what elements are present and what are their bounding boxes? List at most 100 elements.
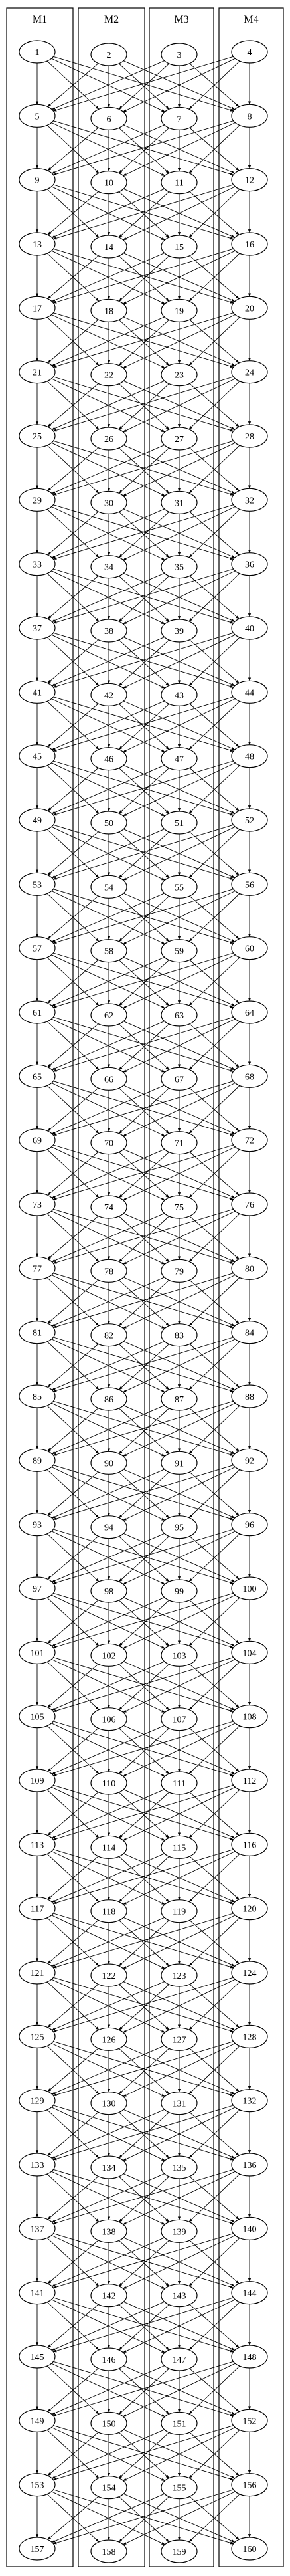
- node-70: 70: [90, 1131, 127, 1155]
- node-label: 146: [102, 2355, 116, 2365]
- node-ellipse: [90, 1451, 127, 1475]
- node-ellipse: [231, 2089, 268, 2113]
- edge-71-73: [51, 1148, 165, 1198]
- node-ellipse: [19, 680, 56, 704]
- node-label: 110: [102, 1779, 115, 1789]
- edge-36-37: [52, 568, 234, 624]
- edge-24-27: [188, 381, 240, 430]
- node-label: 152: [243, 2416, 257, 2426]
- node-label: 71: [175, 1139, 184, 1149]
- node-label: 78: [104, 1267, 113, 1277]
- edge-132-135: [188, 2109, 240, 2159]
- node-144: 144: [231, 2281, 268, 2305]
- edge-14-17: [47, 255, 99, 299]
- node-label: 62: [104, 1011, 113, 1021]
- edge-34-37: [47, 576, 99, 619]
- node-ellipse: [19, 872, 56, 896]
- node-24: 24: [231, 360, 268, 384]
- node-ellipse: [90, 555, 127, 579]
- node-158: 158: [90, 2539, 127, 2563]
- edge-72-75: [188, 1149, 240, 1198]
- node-label: 108: [243, 1713, 257, 1723]
- node-label: 70: [104, 1139, 113, 1149]
- node-112: 112: [231, 1769, 268, 1792]
- edge-68-69: [52, 1081, 234, 1136]
- node-label: 95: [175, 1523, 184, 1533]
- edge-96-97: [52, 1529, 234, 1584]
- node-49: 49: [19, 808, 56, 832]
- node-ellipse: [90, 1067, 127, 1091]
- node-label: 68: [245, 1072, 254, 1082]
- edge-55-57: [51, 893, 165, 942]
- node-130: 130: [90, 2092, 127, 2115]
- node-label: 136: [243, 2161, 257, 2171]
- node-ellipse: [231, 936, 268, 960]
- edge-80-82: [123, 1275, 236, 1329]
- node-label: 11: [175, 179, 183, 189]
- edge-20-23: [188, 317, 240, 366]
- edge-118-121: [47, 1920, 99, 1964]
- node-99: 99: [161, 1579, 198, 1603]
- edge-96-99: [188, 1533, 240, 1582]
- node-154: 154: [90, 2476, 127, 2500]
- node-ellipse: [19, 2089, 56, 2113]
- node-ellipse: [161, 235, 198, 259]
- node-label: 82: [104, 1331, 113, 1341]
- edge-56-59: [188, 893, 240, 942]
- edge-11-13: [51, 188, 165, 238]
- edges-layer: [35, 56, 252, 2545]
- edge-132-134: [123, 2107, 236, 2161]
- node-ellipse: [90, 875, 127, 899]
- node-label: 77: [33, 1264, 42, 1274]
- edge-52-55: [188, 829, 240, 878]
- edge-91-93: [51, 1469, 165, 1519]
- node-119: 119: [161, 1899, 198, 1923]
- node-ellipse: [161, 1963, 198, 1987]
- edge-144-147: [188, 2302, 240, 2351]
- node-143: 143: [161, 2284, 198, 2308]
- node-ellipse: [231, 1576, 268, 1600]
- node-44: 44: [231, 680, 268, 704]
- node-label: 39: [175, 627, 184, 637]
- edge-127-129: [51, 2045, 165, 2095]
- node-label: 157: [31, 2545, 44, 2555]
- edge-75-78: [119, 1216, 169, 1262]
- edge-87-89: [51, 1405, 165, 1455]
- edge-44-45: [52, 697, 234, 752]
- node-75: 75: [161, 1195, 198, 1219]
- node-label: 74: [104, 1203, 113, 1213]
- node-label: 107: [173, 1715, 186, 1725]
- node-ellipse: [231, 1000, 268, 1024]
- edge-76-79: [188, 1213, 240, 1262]
- node-ellipse: [19, 2281, 56, 2305]
- edge-16-18: [123, 250, 236, 304]
- node-label: 120: [243, 1905, 257, 1915]
- edge-3-5: [51, 60, 165, 110]
- node-label: 41: [33, 688, 42, 698]
- edge-99-102: [119, 1600, 169, 1646]
- node-label: 5: [35, 112, 40, 122]
- edge-94-97: [47, 1536, 99, 1580]
- node-label: 14: [104, 243, 113, 253]
- node-16: 16: [231, 232, 268, 256]
- node-label: 94: [104, 1523, 113, 1533]
- lane-title: M4: [244, 14, 258, 25]
- node-label: 158: [102, 2547, 116, 2557]
- node-ellipse: [19, 1321, 56, 1344]
- node-label: 32: [245, 496, 254, 506]
- node-label: 38: [104, 627, 113, 637]
- node-ellipse: [90, 2155, 127, 2179]
- node-label: 98: [104, 1587, 113, 1597]
- node-ellipse: [231, 1705, 268, 1729]
- node-ellipse: [161, 106, 198, 130]
- node-132: 132: [231, 2089, 268, 2113]
- edge-47-50: [119, 768, 169, 814]
- node-ellipse: [90, 2411, 127, 2435]
- edge-60-61: [52, 952, 234, 1008]
- edge-39-41: [51, 637, 165, 687]
- edge-84-86: [123, 1339, 236, 1393]
- edge-7-9: [51, 124, 165, 174]
- node-51: 51: [161, 811, 198, 835]
- edge-90-93: [47, 1471, 99, 1516]
- node-31: 31: [161, 490, 198, 514]
